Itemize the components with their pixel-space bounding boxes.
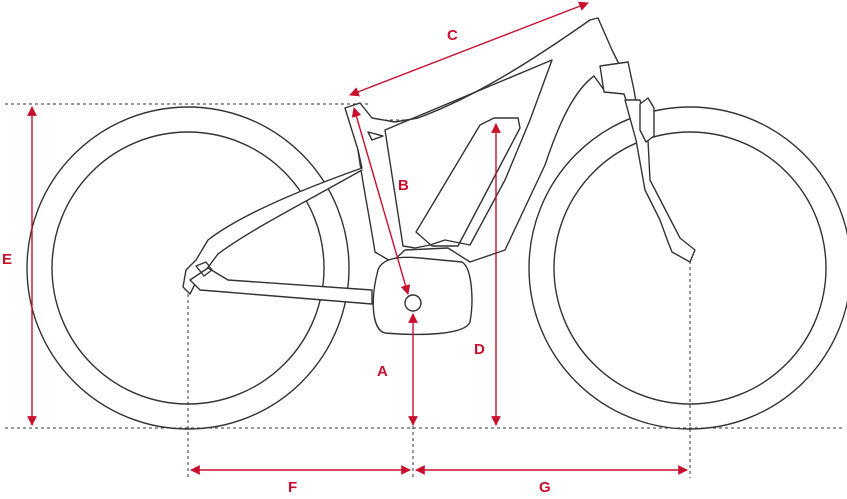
motor [372,256,473,336]
label-f: F [288,479,297,496]
label-g: G [539,479,551,496]
bottom-bracket [404,294,422,312]
dimension-labels: A B C D E F G [2,27,551,496]
seat-stay [182,149,363,295]
label-d: D [474,341,485,358]
dim-line-b [351,107,411,295]
bike-frame [182,17,696,336]
label-e: E [2,251,12,268]
front-wheel [528,106,847,430]
dim-line-c [349,1,589,97]
fork [624,99,696,263]
battery [415,117,521,247]
headlight [639,97,655,143]
label-b: B [398,177,409,194]
chain-stay [189,267,373,305]
rear-wheel [26,106,350,430]
rear-dropout [195,261,213,277]
dimension-lines [27,1,688,475]
label-c: C [447,27,458,44]
label-a: A [377,363,388,380]
